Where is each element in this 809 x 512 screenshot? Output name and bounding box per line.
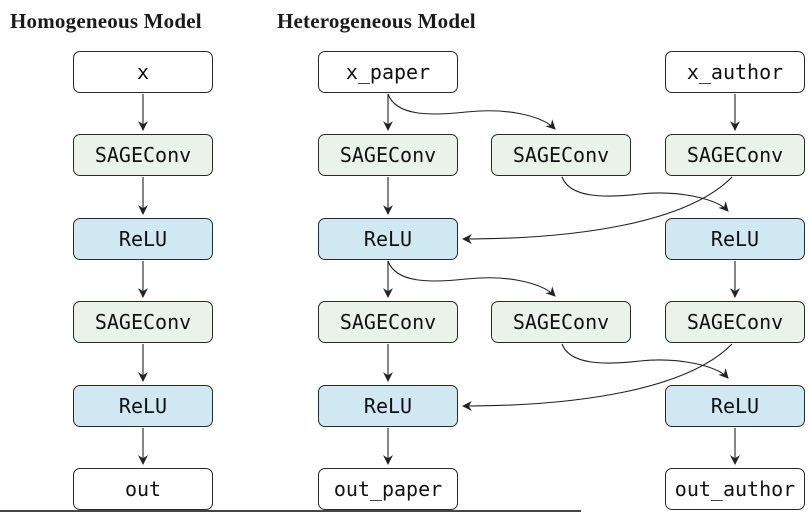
paper-relu1-node: ReLU: [318, 218, 458, 260]
author-output-node: out_author: [665, 468, 805, 510]
hom-conv1-node: SAGEConv: [73, 134, 213, 176]
paper-conv2-node: SAGEConv: [318, 301, 458, 343]
hom-output-node: out: [73, 468, 213, 510]
hom-relu2-node: ReLU: [73, 385, 213, 427]
author-conv1-node: SAGEConv: [665, 134, 805, 176]
author-relu1-node: ReLU: [665, 218, 805, 260]
relation-conv2-node: SAGEConv: [491, 301, 631, 343]
paper-conv1-node: SAGEConv: [318, 134, 458, 176]
hom-relu1-node: ReLU: [73, 218, 213, 260]
edge-xpaper-relconv1: [387, 93, 556, 130]
paper-input-node: x_paper: [318, 51, 458, 93]
edge-paperrelu1-relconv2: [387, 260, 556, 297]
edge-relconv2-authorrelu2: [561, 343, 729, 379]
bottom-edge-bar: [0, 510, 581, 512]
heterogeneous-model-title: Heterogeneous Model: [277, 9, 476, 33]
relation-conv1-node: SAGEConv: [491, 134, 631, 176]
hom-conv2-node: SAGEConv: [73, 301, 213, 343]
paper-output-node: out_paper: [318, 468, 458, 510]
author-relu2-node: ReLU: [665, 385, 805, 427]
hom-input-node: x: [73, 51, 213, 93]
author-input-node: x_author: [665, 51, 805, 93]
edge-relconv1-authorrelu1: [561, 176, 729, 212]
paper-relu2-node: ReLU: [318, 385, 458, 427]
homogeneous-model-title: Homogeneous Model: [10, 9, 202, 33]
author-conv2-node: SAGEConv: [665, 301, 805, 343]
